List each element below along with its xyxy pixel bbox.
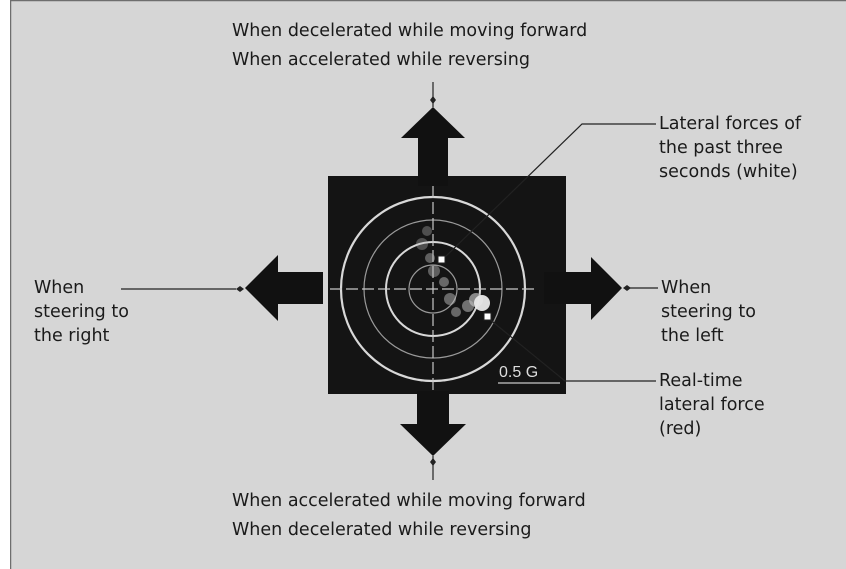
marker-past-forces xyxy=(437,255,446,264)
trail-dot xyxy=(422,226,432,236)
label-realtime-force-line-1: Real-time xyxy=(659,371,743,391)
past-force-trail xyxy=(416,226,490,317)
label-bottom-line-1: When accelerated while moving forward xyxy=(232,491,586,511)
diamond-top xyxy=(430,96,436,104)
label-left-line-3: the right xyxy=(34,326,110,346)
realtime-force-dot xyxy=(474,295,490,311)
label-top-line-1: When decelerated while moving forward xyxy=(232,21,588,41)
trail-dot xyxy=(416,238,428,250)
label-right-line-1: When xyxy=(661,278,712,298)
arrow-right xyxy=(544,257,622,320)
diagram-graphics: 0.5 G xyxy=(10,0,846,569)
label-realtime-force: Real-time lateral force (red) xyxy=(659,369,765,441)
diamond-bottom xyxy=(430,458,436,466)
label-realtime-force-line-2: lateral force xyxy=(659,395,765,415)
label-past-forces-line-3: seconds (white) xyxy=(659,162,798,182)
label-left-line-2: steering to xyxy=(34,302,129,322)
g-force-diagram: 0.5 G When decelerated while moving forw… xyxy=(10,0,846,569)
label-top: When decelerated while moving forward Wh… xyxy=(232,17,587,75)
label-right-line-3: the left xyxy=(661,326,724,346)
label-bottom: When accelerated while moving forward Wh… xyxy=(232,487,586,545)
label-left: When steering to the right xyxy=(34,276,129,348)
label-past-forces-line-2: the past three xyxy=(659,138,783,158)
diamond-left xyxy=(236,286,244,292)
arrow-left xyxy=(245,255,323,321)
label-past-forces-line-1: Lateral forces of xyxy=(659,114,802,134)
label-right: When steering to the left xyxy=(661,276,756,348)
core-ring xyxy=(408,264,458,314)
leader-endpoints xyxy=(236,96,631,466)
scale-label: 0.5 G xyxy=(499,364,538,381)
marker-realtime-force xyxy=(483,312,492,321)
leader-lines xyxy=(121,82,658,480)
label-left-line-1: When xyxy=(34,278,85,298)
label-realtime-force-line-3: (red) xyxy=(659,419,702,439)
label-top-line-2: When accelerated while reversing xyxy=(232,50,530,70)
label-bottom-line-2: When decelerated while reversing xyxy=(232,520,532,540)
label-right-line-2: steering to xyxy=(661,302,756,322)
diamond-right xyxy=(623,285,631,291)
arrow-down xyxy=(400,391,466,456)
trail-dot xyxy=(444,293,456,305)
trail-dot xyxy=(425,253,435,263)
trail-dot xyxy=(428,265,440,277)
trail-dot xyxy=(439,277,449,287)
leader-realtime-force xyxy=(487,317,656,382)
leader-past-forces xyxy=(442,123,656,260)
trail-dot xyxy=(451,307,461,317)
g-meter-gauge xyxy=(330,186,560,392)
label-past-forces: Lateral forces of the past three seconds… xyxy=(659,112,801,184)
arrow-up xyxy=(401,107,465,186)
